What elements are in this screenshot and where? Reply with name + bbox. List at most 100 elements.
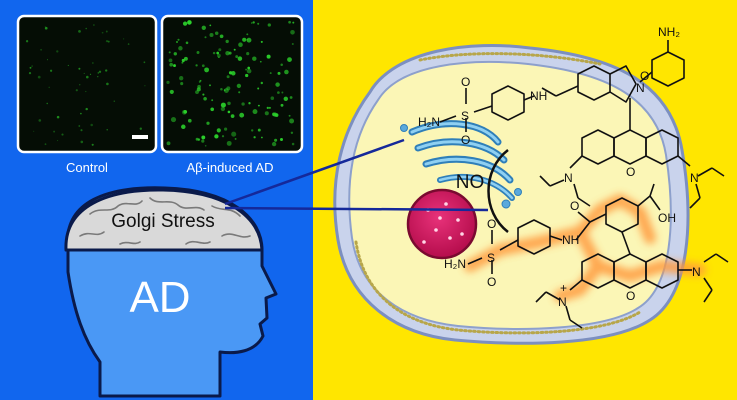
ad-speckle bbox=[260, 81, 264, 85]
control-speckle bbox=[80, 112, 82, 115]
control-speckle bbox=[25, 40, 29, 43]
ad-speckle bbox=[252, 56, 257, 61]
ad-speckle bbox=[292, 21, 295, 24]
ad-speckle bbox=[269, 72, 272, 75]
ad-speckle bbox=[280, 63, 283, 66]
ad-speckle bbox=[268, 106, 271, 109]
probe-open-labels: H₂N S O O NH O OH O N + N bbox=[444, 199, 701, 309]
closed-amide-nh: NH bbox=[530, 89, 547, 103]
ad-speckle bbox=[270, 96, 275, 100]
ad-speckle bbox=[176, 41, 178, 43]
ad-speckle bbox=[170, 117, 177, 123]
closed-sulfonyl-s: S bbox=[461, 109, 469, 123]
ad-speckle bbox=[230, 114, 235, 118]
closed-amine-label: H₂N bbox=[418, 115, 440, 129]
ad-speckle bbox=[272, 112, 277, 117]
ad-speckle bbox=[233, 48, 236, 51]
ad-speckle bbox=[217, 53, 221, 58]
ad-speckle bbox=[169, 89, 174, 94]
closed-n-left: N bbox=[564, 171, 573, 185]
ad-speckle bbox=[231, 71, 236, 76]
control-speckle bbox=[91, 143, 94, 146]
ad-speckle bbox=[181, 58, 185, 63]
control-speckle bbox=[57, 140, 59, 142]
control-speckle bbox=[85, 27, 87, 30]
ad-speckle bbox=[180, 82, 184, 86]
ad-speckle bbox=[219, 34, 224, 39]
ad-model-label: Aβ-induced AD bbox=[187, 160, 274, 175]
ad-speckle bbox=[247, 66, 251, 70]
nucleolus-dot bbox=[456, 218, 460, 222]
open-n-right: N bbox=[692, 265, 701, 279]
ad-speckle bbox=[284, 69, 289, 75]
ad-speckle bbox=[214, 134, 219, 139]
ad-speckle bbox=[227, 101, 231, 106]
ad-speckle bbox=[202, 93, 205, 96]
nucleolus-dot bbox=[422, 240, 426, 244]
control-speckle bbox=[85, 90, 87, 93]
control-speckle bbox=[106, 82, 109, 86]
brain bbox=[64, 188, 264, 252]
ad-speckle bbox=[238, 42, 243, 48]
control-speckle bbox=[75, 89, 78, 92]
ad-speckle bbox=[231, 131, 237, 137]
ad-speckle bbox=[245, 68, 248, 71]
ad-speckle bbox=[183, 109, 188, 114]
control-speckle bbox=[105, 69, 108, 72]
ad-speckle bbox=[196, 87, 201, 92]
control-speckle bbox=[33, 130, 35, 132]
ad-speckle bbox=[173, 64, 176, 68]
ad-speckle bbox=[166, 80, 170, 85]
control-speckle bbox=[127, 43, 130, 45]
ad-speckle bbox=[236, 83, 242, 89]
control-speckle bbox=[29, 66, 32, 69]
control-speckle bbox=[78, 67, 81, 70]
ad-speckle bbox=[173, 52, 177, 56]
ad-speckle bbox=[183, 56, 188, 61]
open-amide-nh: NH bbox=[562, 233, 579, 247]
ad-speckle bbox=[227, 110, 231, 114]
open-xanthene-o: O bbox=[626, 289, 635, 303]
ad-speckle bbox=[289, 118, 295, 124]
control-speckle bbox=[89, 73, 92, 75]
control-speckle bbox=[93, 24, 95, 26]
ad-speckle bbox=[275, 82, 280, 87]
ad-speckle bbox=[226, 140, 232, 146]
ad-speckle bbox=[287, 57, 292, 62]
ad-speckle bbox=[181, 124, 186, 130]
signal-arc bbox=[487, 149, 509, 233]
ad-speckle bbox=[195, 64, 198, 67]
golgi-stress-label: Golgi Stress bbox=[111, 211, 214, 232]
control-speckle bbox=[106, 129, 108, 131]
ad-speckle bbox=[246, 33, 249, 36]
ad-speckle bbox=[250, 22, 253, 24]
control-speckle bbox=[86, 75, 89, 79]
ad-speckle bbox=[277, 71, 281, 75]
ad-speckle bbox=[201, 64, 205, 68]
control-speckle bbox=[98, 70, 102, 73]
ad-speckle bbox=[209, 84, 211, 87]
ad-speckle bbox=[280, 103, 284, 107]
ad-speckle bbox=[252, 109, 258, 115]
control-speckle bbox=[40, 48, 43, 51]
control-speckle bbox=[78, 125, 81, 127]
probe-closed-labels: H₂N S O O NH O N NH₂ O N N bbox=[418, 25, 699, 185]
control-speckle bbox=[80, 129, 83, 132]
closed-sulfonyl-o2: O bbox=[461, 133, 470, 147]
ad-speckle bbox=[209, 32, 214, 38]
open-amine-label: H₂N bbox=[444, 257, 466, 271]
ad-speckle bbox=[225, 50, 230, 56]
ad-speckle bbox=[211, 99, 214, 102]
control-speckle bbox=[85, 107, 88, 111]
ad-speckle bbox=[195, 137, 199, 141]
control-speckle bbox=[101, 31, 104, 34]
ad-speckle bbox=[242, 37, 247, 42]
ad-speckle bbox=[182, 21, 188, 26]
golgi-apparatus bbox=[400, 120, 522, 209]
ad-speckle bbox=[257, 128, 261, 132]
ad-speckle bbox=[237, 56, 243, 61]
ad-speckle bbox=[177, 38, 180, 41]
ad-speckle bbox=[281, 91, 284, 94]
